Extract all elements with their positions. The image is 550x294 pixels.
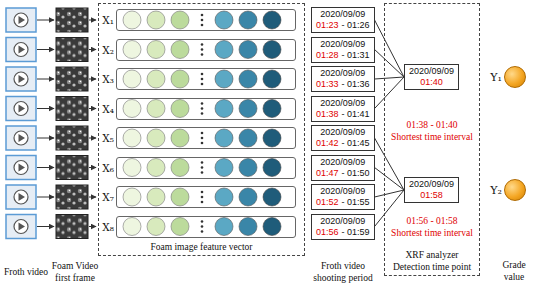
end-time: - 01:31 xyxy=(342,50,370,60)
grade-name: Y₂ xyxy=(490,184,502,197)
shooting-period-box: 2020/09/0901:52- 01:55 xyxy=(311,184,375,210)
vector-name: X₃ xyxy=(102,73,114,85)
vector-name: X₇ xyxy=(102,191,114,203)
video-and-frame xyxy=(6,67,96,91)
feature-circles xyxy=(123,11,281,29)
vector-name: X₂ xyxy=(102,44,114,56)
video-and-frame xyxy=(6,8,96,32)
group-caption: Foam image feature vector xyxy=(102,241,301,253)
grade-circle: Y₂ xyxy=(504,179,526,201)
feature-circles xyxy=(123,218,281,236)
shooting-period-box: 2020/09/0901:23- 01:26 xyxy=(311,7,375,33)
interval-note: Shortest time interval xyxy=(391,131,473,143)
shooting-period-box: 2020/09/0901:28- 01:31 xyxy=(311,37,375,63)
column-label: Foam Video first frame xyxy=(49,260,101,284)
time-text: 01:56 xyxy=(316,227,339,237)
end-time: - 01:36 xyxy=(342,79,370,89)
feature-circles xyxy=(123,41,281,59)
detection-time-box: 2020/09/0901:40 xyxy=(404,64,459,90)
video-and-frame xyxy=(6,215,96,239)
feature-circles xyxy=(123,188,281,206)
date-text: 2020/09/09 xyxy=(316,9,370,20)
timing-link xyxy=(375,190,404,227)
feature-vector: X₄ xyxy=(116,98,296,120)
vector-name: X₄ xyxy=(102,103,114,115)
end-time: - 01:55 xyxy=(342,197,370,207)
shooting-period-box: 2020/09/0901:38- 01:41 xyxy=(311,96,375,122)
timing-link xyxy=(375,168,404,191)
date-text: 2020/09/09 xyxy=(409,179,454,190)
shooting-period-box: 2020/09/0901:42- 01:45 xyxy=(311,125,375,151)
column-label: Froth video xyxy=(4,266,48,278)
grade-circle: Y₁ xyxy=(504,66,526,88)
column-label: Froth video shooting period xyxy=(307,260,379,284)
interval-time: 01:38 - 01:40 xyxy=(406,119,457,131)
video-and-frame xyxy=(6,38,96,62)
time-text: 01:23 xyxy=(316,20,339,30)
date-text: 2020/09/09 xyxy=(316,216,370,227)
video-and-frame xyxy=(6,97,96,121)
feature-vector: X₅ xyxy=(116,127,296,149)
end-time: - 01:50 xyxy=(342,168,370,178)
feature-vector: X₆ xyxy=(116,157,296,179)
timing-link xyxy=(375,77,404,109)
shooting-period-box: 2020/09/0901:56- 01:59 xyxy=(311,214,375,240)
date-text: 2020/09/09 xyxy=(316,127,370,138)
time-text: 01:33 xyxy=(316,79,339,89)
time-text: 01:42 xyxy=(316,138,339,148)
end-time: - 01:26 xyxy=(342,20,370,30)
time-text: 01:58 xyxy=(409,190,454,201)
time-text: 01:40 xyxy=(409,77,454,88)
time-text: 01:52 xyxy=(316,197,339,207)
grade-name: Y₁ xyxy=(490,71,502,84)
date-text: 2020/09/09 xyxy=(316,39,370,50)
date-text: 2020/09/09 xyxy=(316,68,370,79)
vector-name: X₆ xyxy=(102,162,114,174)
interval-note: Shortest time interval xyxy=(391,227,473,239)
time-text: 01:47 xyxy=(316,168,339,178)
dashed-group: Foam image feature vectorX₁X₂X₃X₄X₅X₆X₇X… xyxy=(98,3,305,256)
timing-link xyxy=(375,138,404,190)
end-time: - 01:41 xyxy=(342,109,370,119)
video-and-frame xyxy=(6,185,96,209)
feature-circles xyxy=(123,129,281,147)
end-time: - 01:45 xyxy=(342,138,370,148)
timing-link xyxy=(375,77,404,79)
detection-time-box: 2020/09/0901:58 xyxy=(404,177,459,203)
column-label: Grade value xyxy=(496,259,532,283)
feature-vector: X₁ xyxy=(116,9,296,31)
date-text: 2020/09/09 xyxy=(316,98,370,109)
feature-circles xyxy=(123,100,281,118)
feature-vector: X₈ xyxy=(116,216,296,238)
date-text: 2020/09/09 xyxy=(316,157,370,168)
shooting-period-box: 2020/09/0901:47- 01:50 xyxy=(311,155,375,181)
feature-circles xyxy=(123,159,281,177)
vector-name: X₁ xyxy=(102,14,114,26)
vector-name: X₈ xyxy=(102,221,114,233)
interval-time: 01:56 - 01:58 xyxy=(406,215,457,227)
date-text: 2020/09/09 xyxy=(316,186,370,197)
video-and-frame xyxy=(6,156,96,180)
time-text: 01:38 xyxy=(316,109,339,119)
feature-vector: X₂ xyxy=(116,39,296,61)
timing-link xyxy=(375,50,404,78)
feature-vector: X₇ xyxy=(116,186,296,208)
feature-circles xyxy=(123,70,281,88)
time-text: 01:28 xyxy=(316,50,339,60)
group-caption: XRF analyzer Detection time point xyxy=(388,249,476,273)
feature-vector: X₃ xyxy=(116,68,296,90)
shooting-period-box: 2020/09/0901:33- 01:36 xyxy=(311,66,375,92)
vector-name: X₅ xyxy=(102,132,114,144)
timing-link xyxy=(375,20,404,77)
end-time: - 01:59 xyxy=(342,227,370,237)
video-and-frame xyxy=(6,126,96,150)
date-text: 2020/09/09 xyxy=(409,66,454,77)
